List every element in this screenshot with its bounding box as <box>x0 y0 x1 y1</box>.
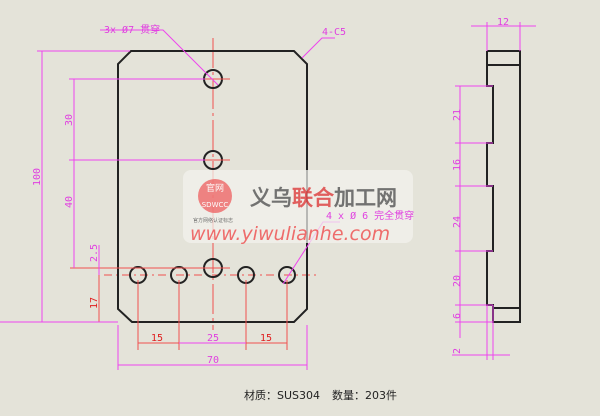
watermark-url: www.yiwulianhe.com <box>190 223 390 245</box>
dim-16: 16 <box>452 159 463 171</box>
dim-2-5: 2.5 <box>89 244 100 262</box>
dim-height: 100 <box>32 168 43 186</box>
dim-40: 40 <box>64 196 75 208</box>
side-view: 12 21 16 24 20 6 2 <box>452 17 536 360</box>
seal-top-text: 官网 <box>206 182 224 194</box>
callout-holes-6: 4 x Ø 6 完全贯穿 <box>326 209 414 222</box>
callout-holes-7: 3x Ø7 贯穿 <box>104 23 160 36</box>
dim-20: 20 <box>452 275 463 287</box>
dim-21: 21 <box>452 109 463 121</box>
watermark: 官网 SDWCC 官方网络认证标志 义乌联合加工网 www.yiwulianhe… <box>183 170 413 245</box>
dim-25: 25 <box>207 333 219 344</box>
dim-17: 17 <box>89 297 100 309</box>
watermark-brand: 义乌联合加工网 <box>250 186 397 210</box>
dim-thickness: 12 <box>497 17 509 28</box>
dim-24: 24 <box>452 216 463 228</box>
dim-15-left: 15 <box>151 333 163 344</box>
dim-width: 70 <box>207 355 219 366</box>
dim-6: 6 <box>452 313 463 319</box>
plate-outline <box>117 50 308 323</box>
dim-2: 2 <box>452 348 463 354</box>
dim-30: 30 <box>64 114 75 126</box>
dim-15-right: 15 <box>260 333 272 344</box>
front-view: 3x Ø7 贯穿 4-C5 100 30 40 2.5 17 15 25 15 … <box>0 23 346 370</box>
watermark-subtitle: 官方网络认证标志 <box>193 217 233 224</box>
seal-bottom-text: SDWCC <box>202 201 229 209</box>
callout-chamfer: 4-C5 <box>322 27 346 38</box>
